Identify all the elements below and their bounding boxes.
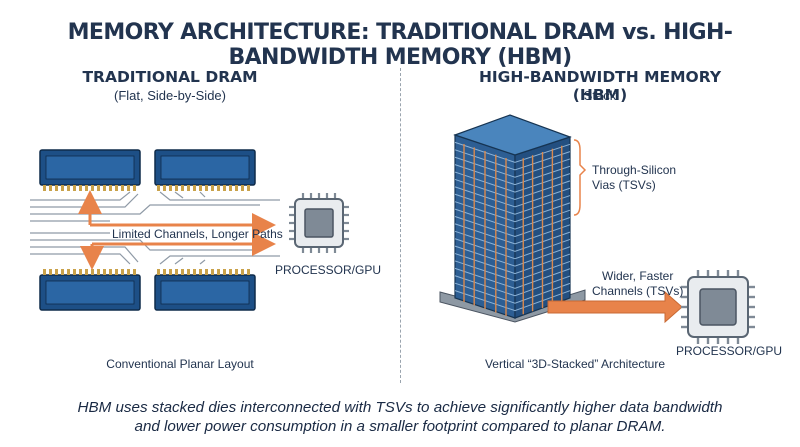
hbm-stack-icon	[439, 114, 586, 323]
die-layer-line	[454, 178, 571, 200]
caption-line-2: and lower power consumption in a smaller…	[134, 418, 666, 435]
die-layer-line	[454, 156, 571, 178]
die-layer-line	[454, 282, 571, 304]
die-layer-line	[454, 201, 571, 223]
left-heading: TRADITIONAL DRAM	[82, 68, 258, 86]
left-channels-label: Limited Channels, Longer Paths	[112, 227, 283, 241]
die-layer-line	[454, 290, 571, 312]
right-subheading: Stack	[583, 88, 617, 103]
die-layer-line	[454, 149, 571, 171]
right-processor-label: PROCESSOR/GPU	[676, 344, 783, 358]
processor-chip-icon	[681, 270, 755, 344]
dram-module-icon	[39, 149, 141, 191]
left-footer: Conventional Planar Layout	[106, 357, 254, 371]
tsv-bracket	[573, 139, 587, 216]
die-layer-line	[454, 223, 571, 245]
dram-module-icon	[154, 149, 256, 191]
diagram-title: MEMORY ARCHITECTURE: TRADITIONAL DRAM vs…	[67, 20, 733, 70]
die-layer-line	[454, 164, 571, 186]
summary-caption: HBM uses stacked dies interconnected wit…	[0, 398, 800, 436]
die-layer-line	[454, 230, 571, 252]
processor-chip-icon	[289, 193, 349, 253]
die-layer-line	[454, 275, 571, 297]
caption-line-1: HBM uses stacked dies interconnected wit…	[77, 399, 723, 416]
arrow-icon	[547, 290, 683, 324]
right-channels-label: Wider, Faster Channels (TSVs)	[592, 269, 684, 298]
die-layer-line	[454, 260, 571, 282]
die-layer-line	[454, 216, 571, 238]
left-processor-label: PROCESSOR/GPU	[275, 263, 382, 277]
die-layer-line	[454, 141, 571, 163]
die-layer-line	[454, 208, 571, 230]
dram-module-icon	[39, 269, 141, 311]
tsv-label: Through-Silicon Vias (TSVs)	[592, 163, 677, 192]
right-footer: Vertical “3D-Stacked” Architecture	[484, 357, 666, 371]
die-layer-line	[454, 171, 571, 193]
die-layer-line	[454, 267, 571, 289]
die-layer-line	[454, 245, 571, 267]
die-layer-line	[454, 253, 571, 275]
right-heading: HIGH-BANDWIDTH MEMORY (HBM)	[478, 68, 722, 104]
die-layer-line	[454, 186, 571, 208]
section-divider	[400, 68, 401, 383]
die-layer-line	[454, 193, 571, 215]
arrow-icon	[78, 190, 276, 270]
dram-module-icon	[154, 269, 256, 311]
left-subheading: (Flat, Side-by-Side)	[114, 88, 226, 103]
die-layer-line	[454, 238, 571, 260]
